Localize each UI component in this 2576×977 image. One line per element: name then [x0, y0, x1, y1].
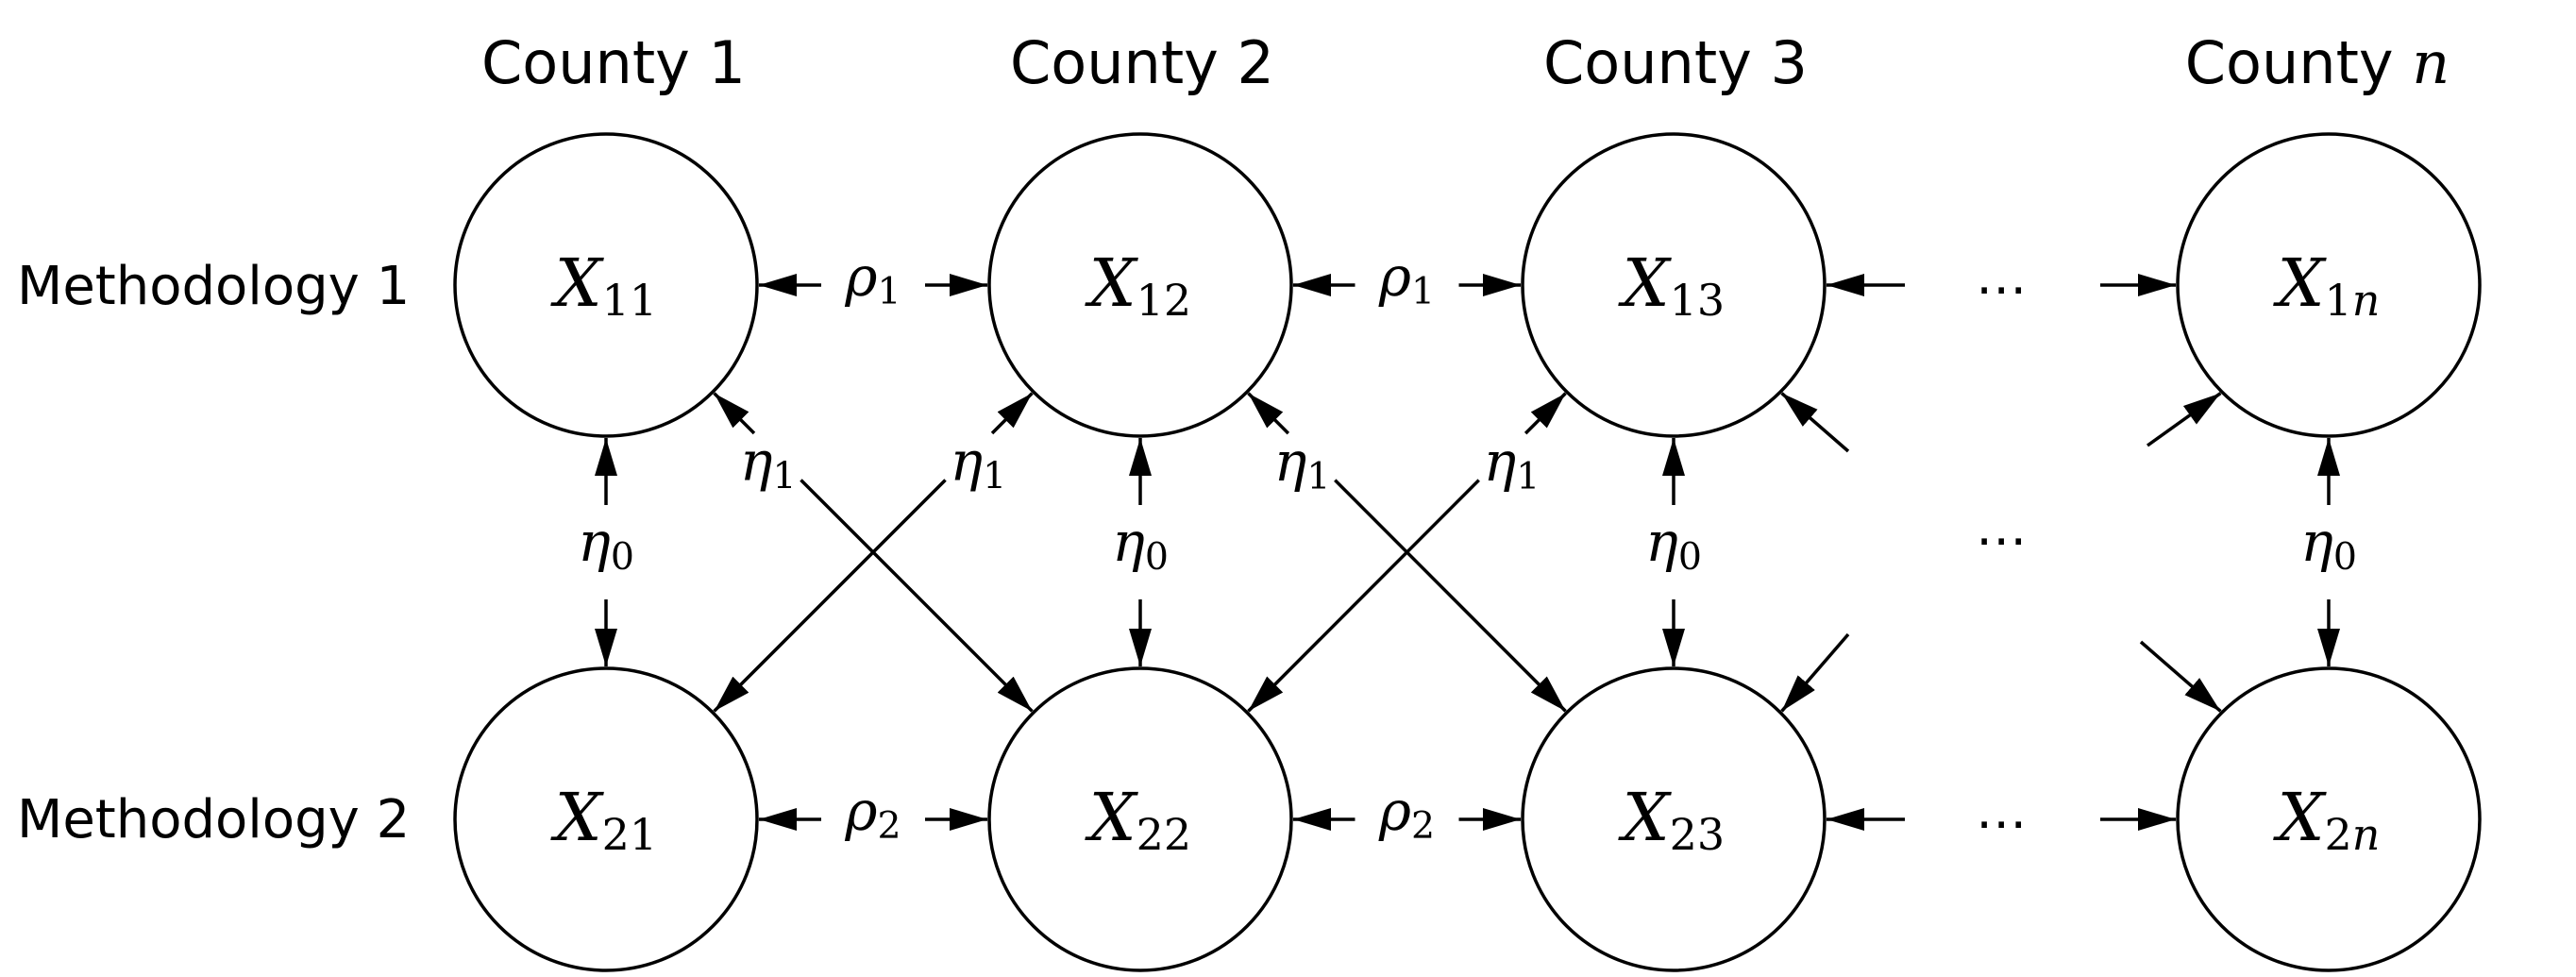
node-label-X12: X12	[1085, 244, 1191, 326]
edge-label-eta1-X12-X23: η1	[1274, 430, 1331, 498]
edge-label-eta1-X12-X21: η1	[950, 430, 1006, 498]
row-label-methodology-1: Methodology 1	[17, 256, 410, 317]
extras-group: ⋯ ⋯ ⋯	[1780, 260, 2222, 853]
edge-X11-X22-far	[800, 479, 1034, 713]
edge-labels-group: ρ1 ρ1 ρ2 ρ2 η0 η0 η0 η0 η1 η1 η1 η1	[578, 244, 2357, 848]
stub-x1n-diag	[2146, 392, 2222, 447]
edge-X11-X22-near	[713, 392, 756, 435]
stub-x13-diag	[1780, 392, 1850, 453]
node-label-X21: X21	[550, 779, 657, 860]
column-header-county-n: County n	[2185, 28, 2450, 97]
county-n-index: n	[2412, 28, 2450, 97]
edge-label-rho1-X12-X13: ρ1	[1378, 244, 1435, 313]
node-X2n	[2176, 666, 2482, 972]
edge-X13-X22-near	[1524, 392, 1567, 435]
edge-label-eta0-X11-X21: η0	[578, 510, 634, 579]
node-label-X22: X22	[1085, 779, 1191, 860]
edges-group	[595, 274, 2340, 831]
node-X11	[453, 132, 759, 438]
edge-label-eta1-X11-X22: η1	[740, 430, 797, 498]
edge-label-eta0-X12-X22: η0	[1112, 510, 1169, 579]
node-X23	[1521, 666, 1827, 972]
node-label-X1n: X1n	[2273, 244, 2381, 326]
edge-label-rho2-X21-X22: ρ2	[844, 779, 901, 848]
row-label-methodology-2: Methodology 2	[17, 789, 410, 851]
edge-label-eta0-X13-X23: η0	[1645, 510, 1702, 579]
edge-label-eta0-X1n-X2n: η0	[2300, 510, 2357, 579]
node-X22	[987, 666, 1293, 972]
column-header-county-1: County 1	[481, 28, 746, 97]
node-label-X23: X23	[1618, 779, 1725, 860]
edge-label-rho1-X11-X12: ρ1	[844, 244, 901, 313]
edge-label-eta1-X13-X22: η1	[1484, 430, 1541, 498]
edge-X13-X22-far	[1247, 479, 1480, 713]
stub-x23-diag	[1780, 632, 1850, 713]
edge-label-rho2-X22-X23: ρ2	[1378, 779, 1435, 848]
node-label-X11: X11	[550, 244, 657, 326]
edge-X12-X21-far	[713, 479, 947, 713]
node-X13	[1521, 132, 1827, 438]
node-X1n	[2176, 132, 2482, 438]
node-X21	[453, 666, 759, 972]
stub-x2n-diag	[2139, 640, 2222, 713]
edge-X12-X23-near	[1247, 392, 1290, 435]
ellipsis-row-1: ⋯	[1976, 260, 2027, 319]
edge-X12-X23-far	[1334, 479, 1567, 713]
node-label-X13: X13	[1618, 244, 1725, 326]
node-X12	[987, 132, 1293, 438]
ellipsis-row-2: ⋯	[1976, 794, 2027, 853]
column-header-county-3: County 3	[1543, 28, 1808, 97]
node-label-X2n: X2n	[2273, 779, 2381, 860]
column-header-county-2: County 2	[1010, 28, 1274, 97]
county-n-prefix: County	[2185, 28, 2413, 97]
ellipsis-middle: ⋯	[1976, 511, 2027, 570]
edge-X12-X21-near	[990, 392, 1034, 435]
